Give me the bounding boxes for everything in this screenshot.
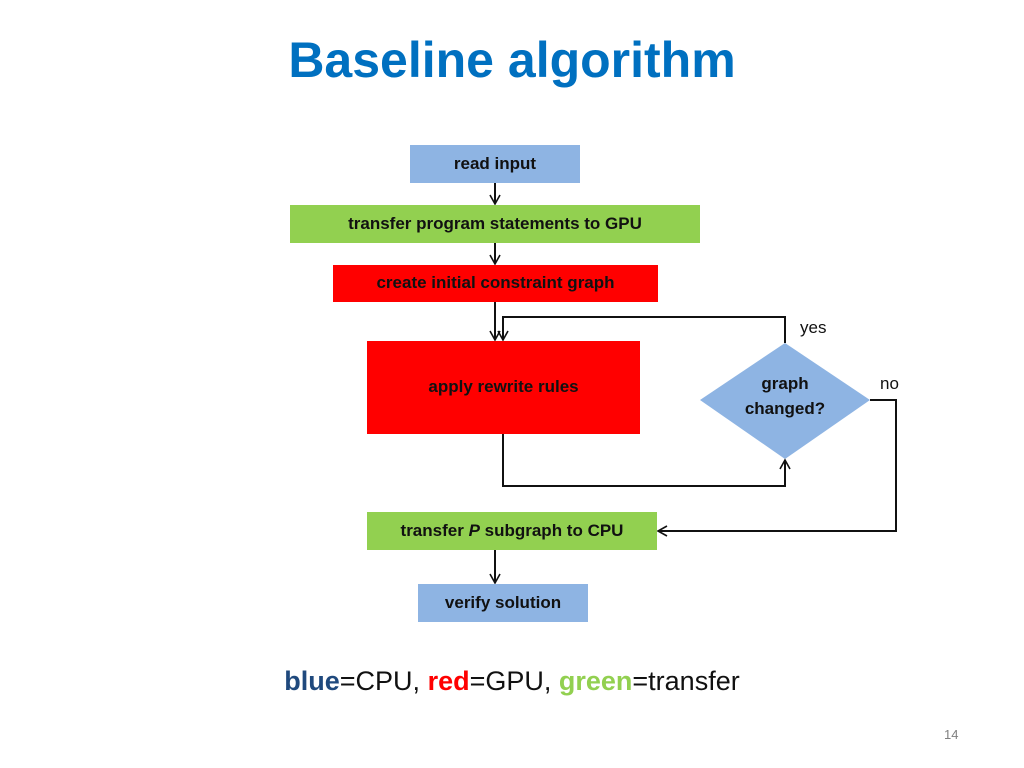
arrow-yes-loop: [497, 316, 786, 343]
legend-green-word: green: [558, 666, 633, 696]
yes-branch-label: yes: [800, 318, 827, 337]
step-create-graph-label: create initial constraint graph: [376, 273, 615, 293]
step-transfer-subgraph-label-after: subgraph to CPU: [479, 520, 624, 540]
legend-blue-word: blue: [284, 666, 340, 696]
step-transfer-statements: transfer program statements to GPU: [290, 205, 700, 243]
page-number: 14: [944, 727, 959, 742]
step-transfer-subgraph-label-before: transfer: [400, 520, 469, 540]
step-apply-rewrite-rules-label: apply rewrite rules: [428, 377, 579, 397]
step-verify-solution-label: verify solution: [444, 592, 562, 612]
step-transfer-subgraph-label-italic: P: [468, 520, 480, 540]
step-transfer-statements-label: transfer program statements to GPU: [348, 213, 642, 233]
step-transfer-subgraph-label: transfer P subgraph to CPU: [401, 520, 624, 542]
no-branch-label: no: [880, 374, 899, 393]
step-read-input: read input: [410, 145, 580, 183]
slide-title: Baseline algorithm: [288, 32, 736, 88]
legend-red-word: red: [427, 666, 470, 696]
arrow-apply-to-decision: [502, 434, 791, 487]
legend-red-meaning: =GPU,: [469, 666, 559, 696]
arrow-no-branch: [656, 399, 897, 537]
decision-diamond: [700, 343, 870, 459]
color-legend: blue=CPU, red=GPU, green=transfer: [0, 666, 1024, 697]
legend-blue-meaning: =CPU,: [339, 666, 428, 696]
decision-label-line2: changed?: [744, 398, 826, 418]
step-read-input-label: read input: [453, 153, 537, 173]
step-apply-rewrite-rules: apply rewrite rules: [367, 341, 640, 434]
legend-green-meaning: =transfer: [632, 666, 740, 696]
decision-label-line1: graph: [761, 374, 809, 393]
step-verify-solution: verify solution: [418, 584, 588, 622]
step-create-graph: create initial constraint graph: [333, 265, 658, 302]
step-transfer-subgraph: transfer P subgraph to CPU: [367, 512, 657, 550]
decision-label: graph changed?: [735, 372, 835, 421]
